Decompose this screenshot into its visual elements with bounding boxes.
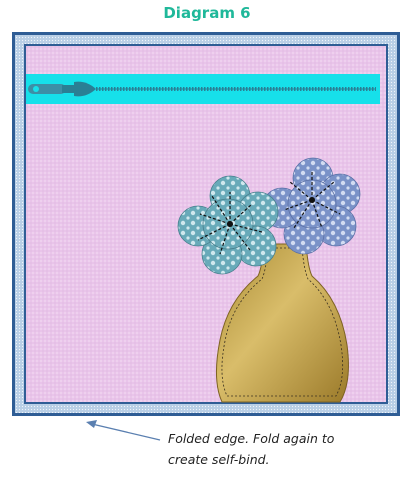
folded-edge-caption: Folded edge. Fold again to create self-b… bbox=[168, 428, 388, 470]
arrow-icon bbox=[86, 420, 161, 441]
caption-line-2: create self-bind. bbox=[168, 452, 270, 467]
caption-line-1: Folded edge. Fold again to bbox=[168, 431, 335, 446]
flower-icon bbox=[261, 157, 361, 255]
diagram-title: Diagram 6 bbox=[163, 4, 251, 22]
vase-icon bbox=[216, 243, 349, 403]
flower-icon bbox=[177, 175, 279, 275]
zipper-icon bbox=[26, 74, 380, 104]
